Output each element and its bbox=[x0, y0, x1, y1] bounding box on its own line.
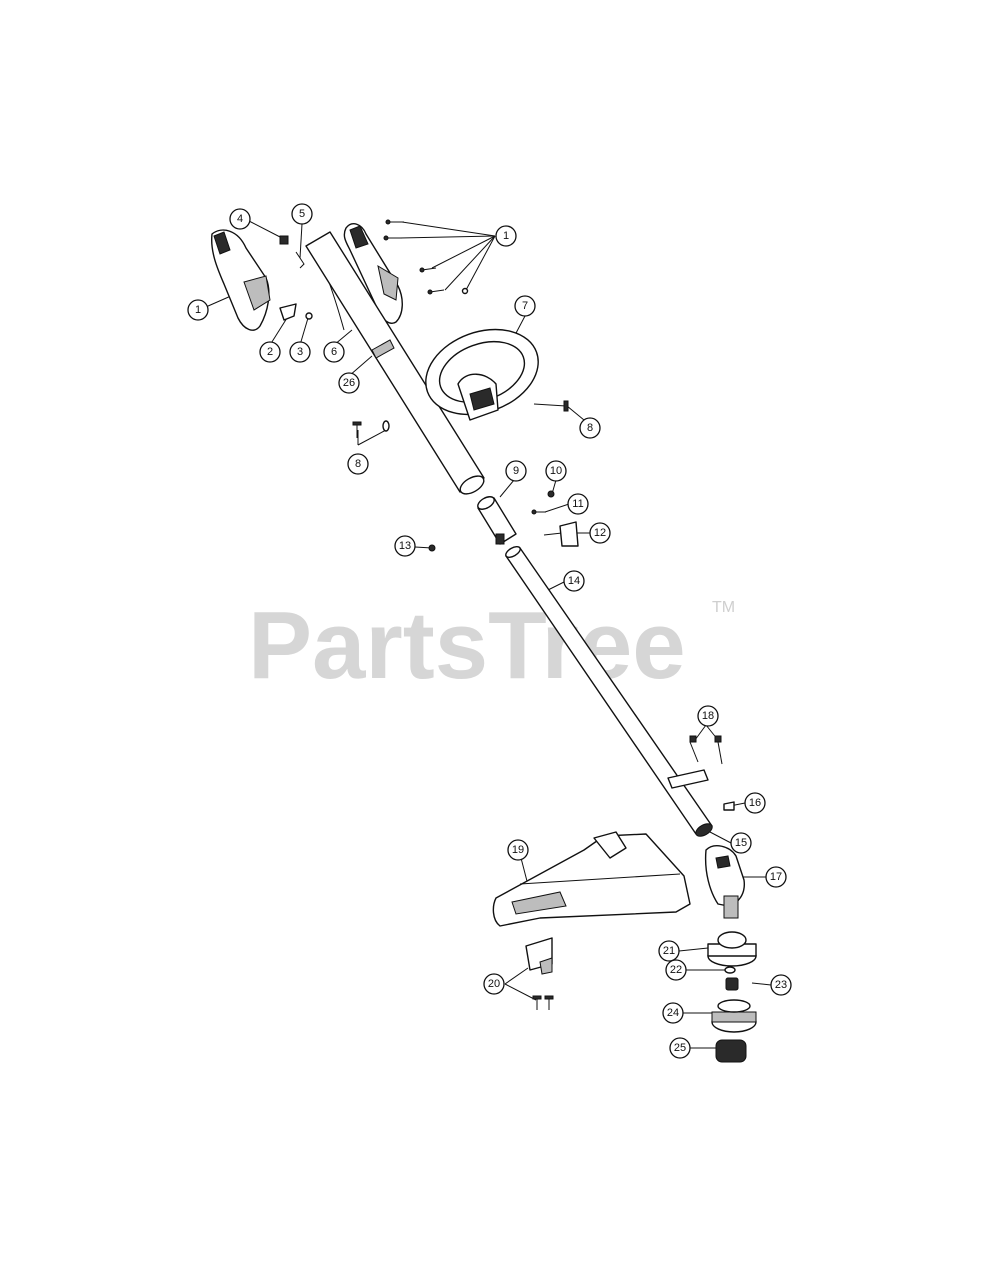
svg-text:2: 2 bbox=[267, 346, 273, 358]
callout-11: 11 bbox=[567, 493, 589, 515]
bump-knob bbox=[715, 1039, 747, 1063]
callout-8-left: 8 bbox=[347, 453, 369, 475]
callout-15: 15 bbox=[730, 832, 752, 854]
svg-text:21: 21 bbox=[663, 945, 675, 957]
svg-text:20: 20 bbox=[488, 978, 500, 990]
callout-4: 4 bbox=[229, 208, 251, 230]
svg-text:1: 1 bbox=[503, 230, 509, 242]
callout-16: 16 bbox=[744, 792, 766, 814]
line-cutter-bracket bbox=[525, 937, 553, 975]
shaft-coupler bbox=[477, 496, 517, 545]
callout-14: 14 bbox=[563, 570, 585, 592]
svg-text:4: 4 bbox=[237, 213, 243, 225]
callout-22: 22 bbox=[665, 959, 687, 981]
svg-text:11: 11 bbox=[572, 498, 583, 510]
lower-shaft bbox=[505, 546, 713, 837]
svg-text:24: 24 bbox=[667, 1007, 679, 1019]
svg-text:7: 7 bbox=[522, 300, 528, 312]
svg-text:10: 10 bbox=[550, 465, 562, 477]
callout-13: 13 bbox=[394, 535, 416, 557]
callout-6: 6 bbox=[323, 341, 345, 363]
svg-text:14: 14 bbox=[568, 575, 580, 587]
svg-text:8: 8 bbox=[355, 458, 361, 470]
callout-17: 17 bbox=[765, 866, 787, 888]
svg-text:3: 3 bbox=[297, 346, 303, 358]
callout-8-right: 8 bbox=[579, 417, 601, 439]
callout-3: 3 bbox=[289, 341, 311, 363]
svg-text:19: 19 bbox=[512, 844, 524, 856]
svg-text:13: 13 bbox=[399, 540, 411, 552]
svg-text:12: 12 bbox=[594, 527, 606, 539]
watermark-text: PartsTree bbox=[248, 592, 686, 699]
auxiliary-handle bbox=[425, 328, 539, 421]
svg-text:6: 6 bbox=[331, 346, 337, 358]
callout-1-left: 1 bbox=[187, 299, 209, 321]
svg-text:5: 5 bbox=[299, 208, 305, 220]
callout-19: 19 bbox=[507, 839, 529, 861]
trimmer-spool bbox=[711, 999, 757, 1033]
svg-text:26: 26 bbox=[343, 377, 355, 389]
svg-text:18: 18 bbox=[702, 710, 714, 722]
callout-23: 23 bbox=[770, 974, 792, 996]
handle-right-half bbox=[343, 223, 403, 324]
callout-2: 2 bbox=[259, 341, 281, 363]
spool-housing bbox=[707, 931, 757, 967]
upper-shaft bbox=[305, 231, 485, 495]
callouts: 1 1 2 3 4 5 6 7 8 8 9 10 11 12 13 14 15 … bbox=[187, 203, 792, 1059]
svg-text:1: 1 bbox=[195, 304, 201, 316]
svg-text:15: 15 bbox=[735, 837, 747, 849]
callout-25: 25 bbox=[669, 1037, 691, 1059]
callout-9: 9 bbox=[505, 460, 527, 482]
spring-washer bbox=[724, 966, 739, 991]
callout-26: 26 bbox=[338, 372, 360, 394]
callout-7: 7 bbox=[514, 295, 536, 317]
svg-text:23: 23 bbox=[775, 979, 787, 991]
handle-left-half bbox=[210, 229, 271, 331]
screws bbox=[352, 219, 735, 1010]
svg-text:16: 16 bbox=[749, 797, 761, 809]
watermark-trademark: TM bbox=[712, 599, 735, 616]
motor-housing bbox=[704, 845, 745, 919]
callout-24: 24 bbox=[662, 1002, 684, 1024]
callout-21: 21 bbox=[658, 940, 680, 962]
grass-guard bbox=[492, 831, 691, 927]
callout-1-right: 1 bbox=[495, 225, 517, 247]
callout-5: 5 bbox=[291, 203, 313, 225]
svg-text:9: 9 bbox=[513, 465, 519, 477]
svg-text:8: 8 bbox=[587, 422, 593, 434]
callout-18: 18 bbox=[697, 705, 719, 727]
callout-10: 10 bbox=[545, 460, 567, 482]
svg-text:17: 17 bbox=[770, 871, 782, 883]
coupler-knob bbox=[543, 521, 579, 547]
callout-20: 20 bbox=[483, 973, 505, 995]
callout-12: 12 bbox=[589, 522, 611, 544]
svg-text:22: 22 bbox=[670, 964, 682, 976]
svg-text:25: 25 bbox=[674, 1042, 686, 1054]
